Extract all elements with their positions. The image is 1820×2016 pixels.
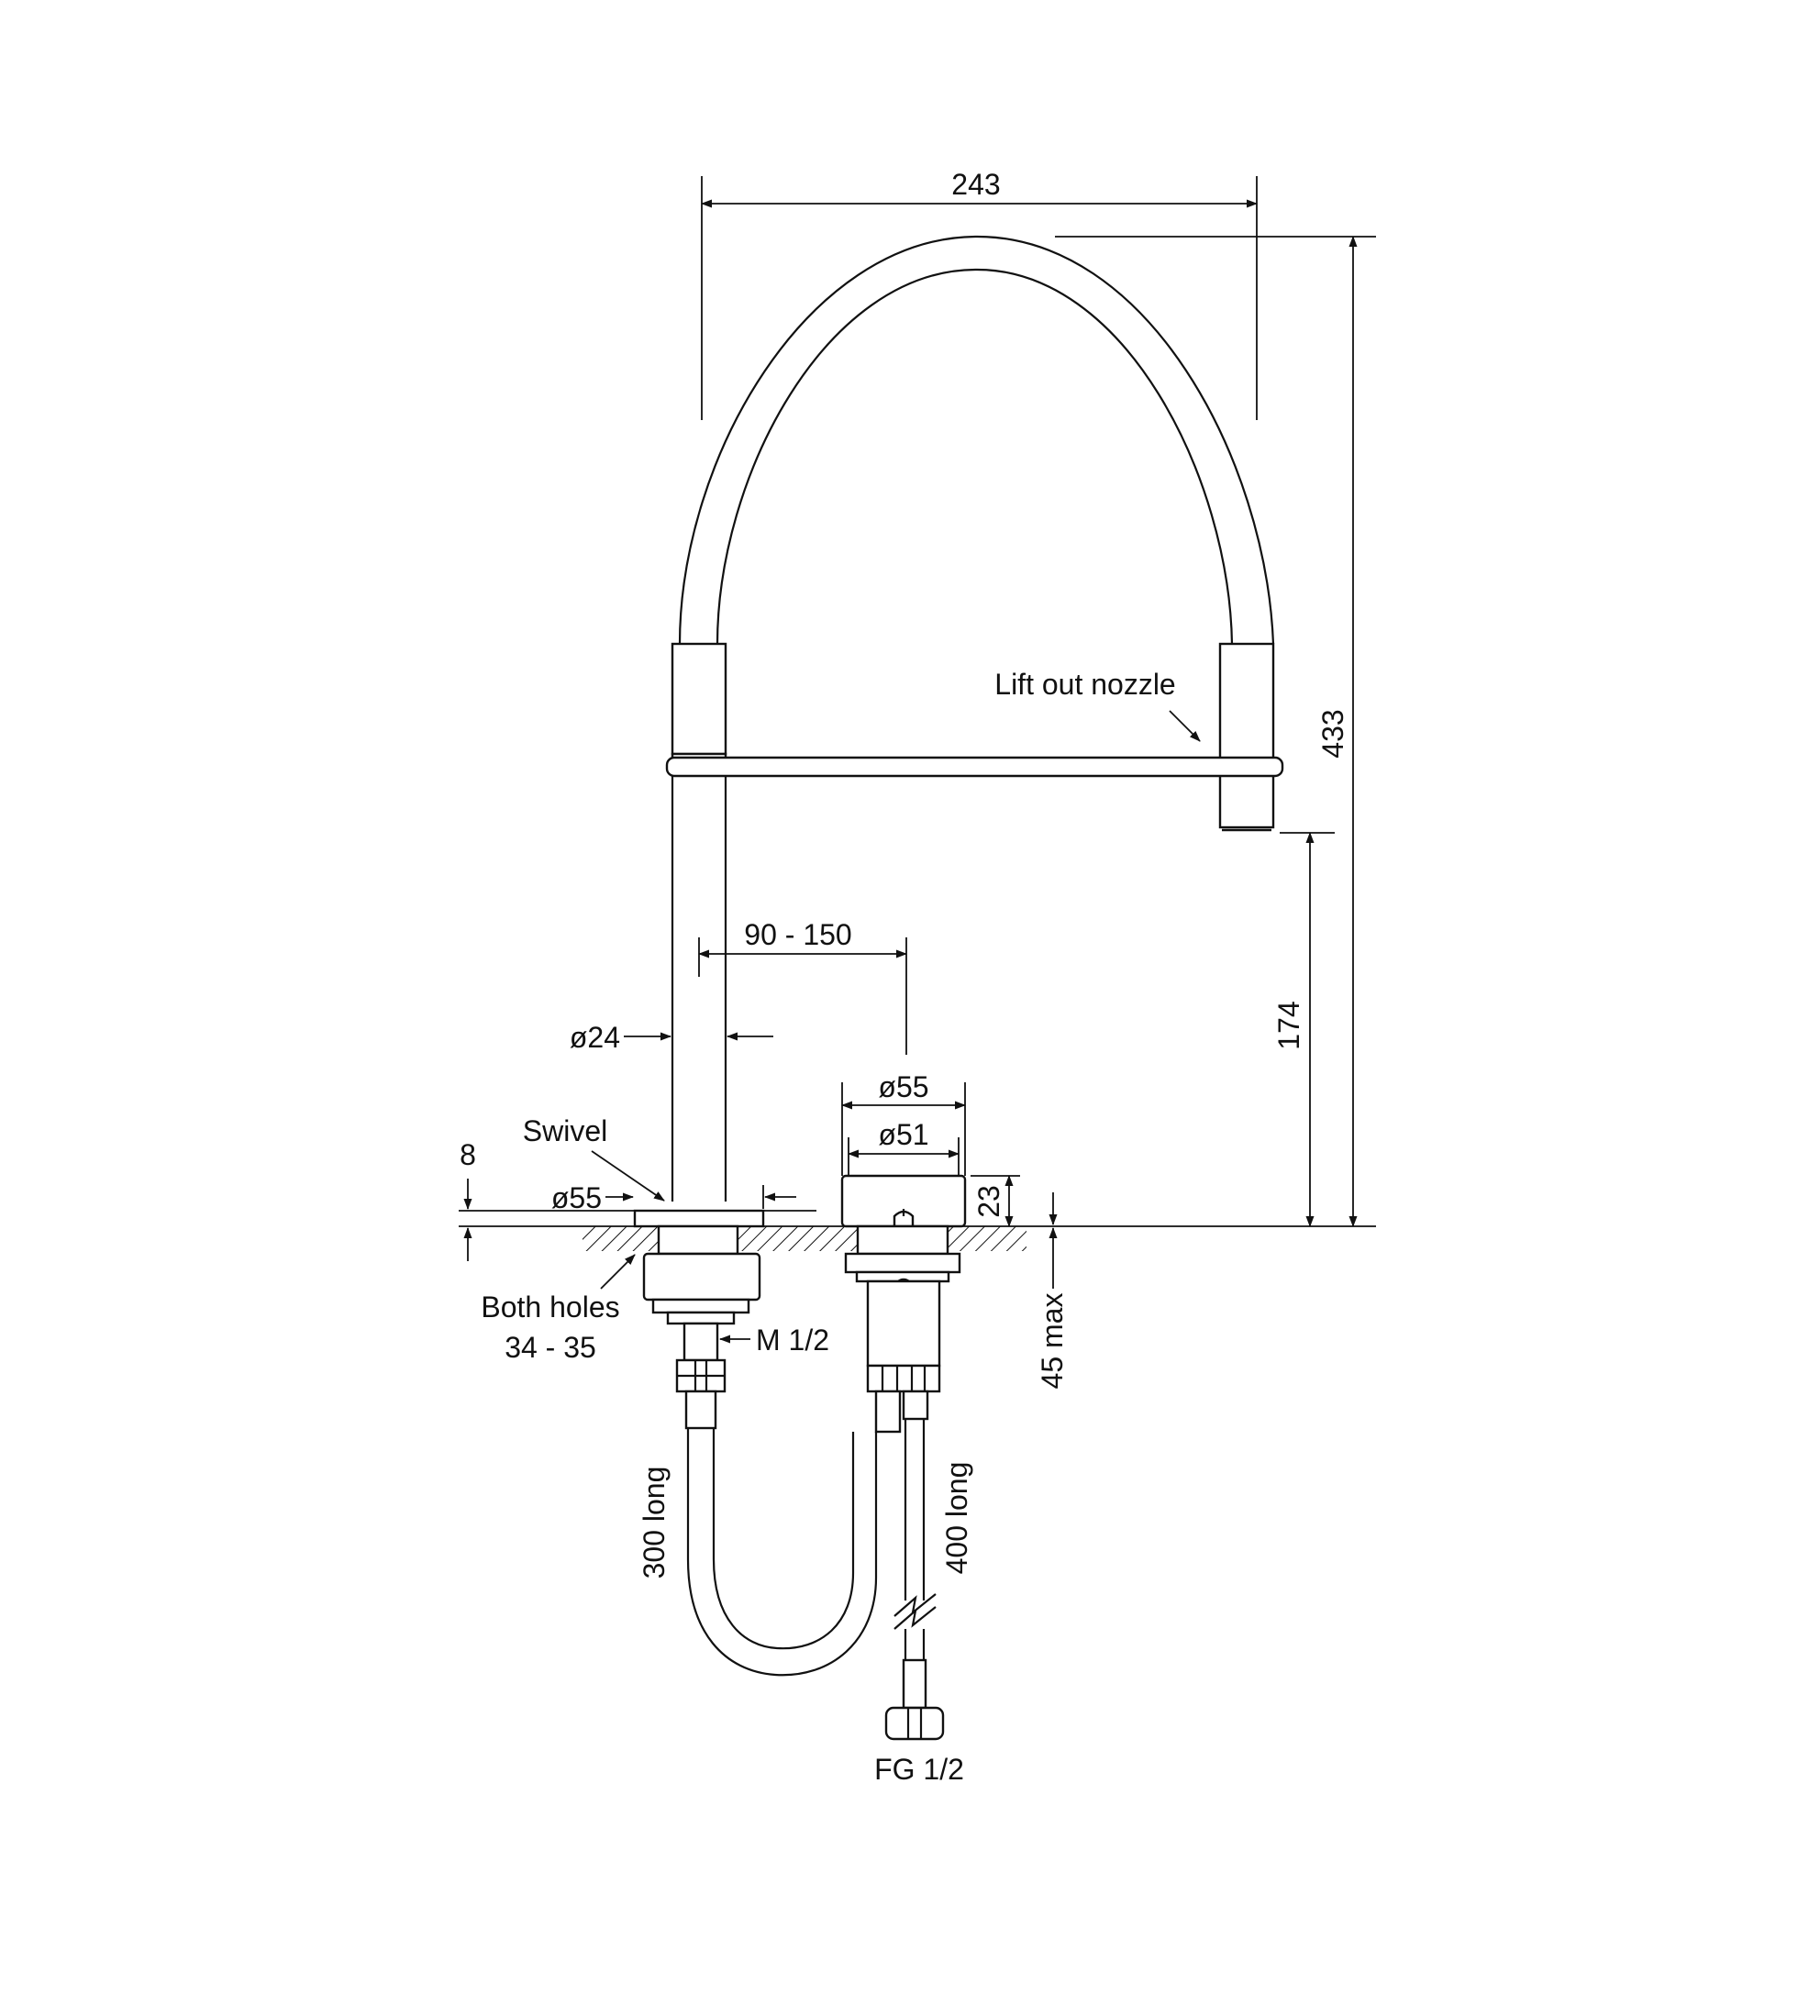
dim-433: 433 bbox=[1055, 236, 1376, 1227]
dim-243: 243 bbox=[701, 168, 1258, 420]
swivel-label: Swivel bbox=[523, 1114, 607, 1147]
hose-400-label: 400 long bbox=[940, 1462, 973, 1575]
dim-90-150: 90 - 150 bbox=[698, 918, 907, 1055]
dim-dia-55-base-label: ø55 bbox=[551, 1181, 602, 1214]
fg12-label: FG 1/2 bbox=[874, 1753, 964, 1786]
dim-23: 23 bbox=[971, 1175, 1020, 1227]
nozzle-bar bbox=[665, 756, 1284, 778]
dim-23-label: 23 bbox=[972, 1185, 1005, 1218]
dim-174: 174 bbox=[1272, 832, 1335, 1227]
dim-dia-55-handle-label: ø55 bbox=[878, 1070, 928, 1103]
dim-dia-24-label: ø24 bbox=[570, 1021, 620, 1054]
dim-8: 8 bbox=[460, 1138, 476, 1261]
thread-m12-label: M 1/2 bbox=[756, 1324, 829, 1357]
dim-174-label: 174 bbox=[1272, 1001, 1305, 1049]
dim-dia-55-base: ø55 bbox=[551, 1181, 796, 1214]
both-holes-label: Both holes bbox=[481, 1290, 619, 1324]
spout bbox=[671, 235, 1275, 767]
dim-45-max-label: 45 max bbox=[1036, 1293, 1069, 1390]
handle-assembly bbox=[840, 1174, 967, 1434]
dim-dia-24: ø24 bbox=[570, 1021, 773, 1054]
dim-dia-51-handle: ø51 bbox=[848, 1118, 960, 1176]
holes-range-label: 34 - 35 bbox=[505, 1331, 596, 1364]
counter-top bbox=[459, 1210, 1376, 1251]
dim-45-max: 45 max bbox=[1036, 1192, 1069, 1389]
dim-dia-51-handle-label: ø51 bbox=[878, 1118, 928, 1151]
callout-lift-out-nozzle: Lift out nozzle bbox=[994, 668, 1201, 742]
nozzle-label: Lift out nozzle bbox=[994, 668, 1175, 701]
callout-m12: M 1/2 bbox=[719, 1324, 829, 1357]
callout-swivel: Swivel bbox=[523, 1114, 665, 1202]
lift-out-nozzle bbox=[1218, 642, 1275, 832]
hose-300 bbox=[686, 1428, 878, 1677]
hose-300-label: 300 long bbox=[638, 1467, 671, 1579]
dim-8-label: 8 bbox=[460, 1138, 476, 1171]
tap-body-column bbox=[671, 765, 727, 1202]
dim-dia-55-handle: ø55 bbox=[841, 1070, 966, 1176]
hose-400 bbox=[884, 1419, 945, 1741]
tap-base-assembly bbox=[633, 1209, 765, 1430]
dim-243-label: 243 bbox=[951, 168, 1000, 201]
callout-both-holes: Both holes 34 - 35 bbox=[481, 1254, 636, 1364]
dim-433-label: 433 bbox=[1316, 709, 1349, 758]
dim-90-150-label: 90 - 150 bbox=[744, 918, 851, 951]
